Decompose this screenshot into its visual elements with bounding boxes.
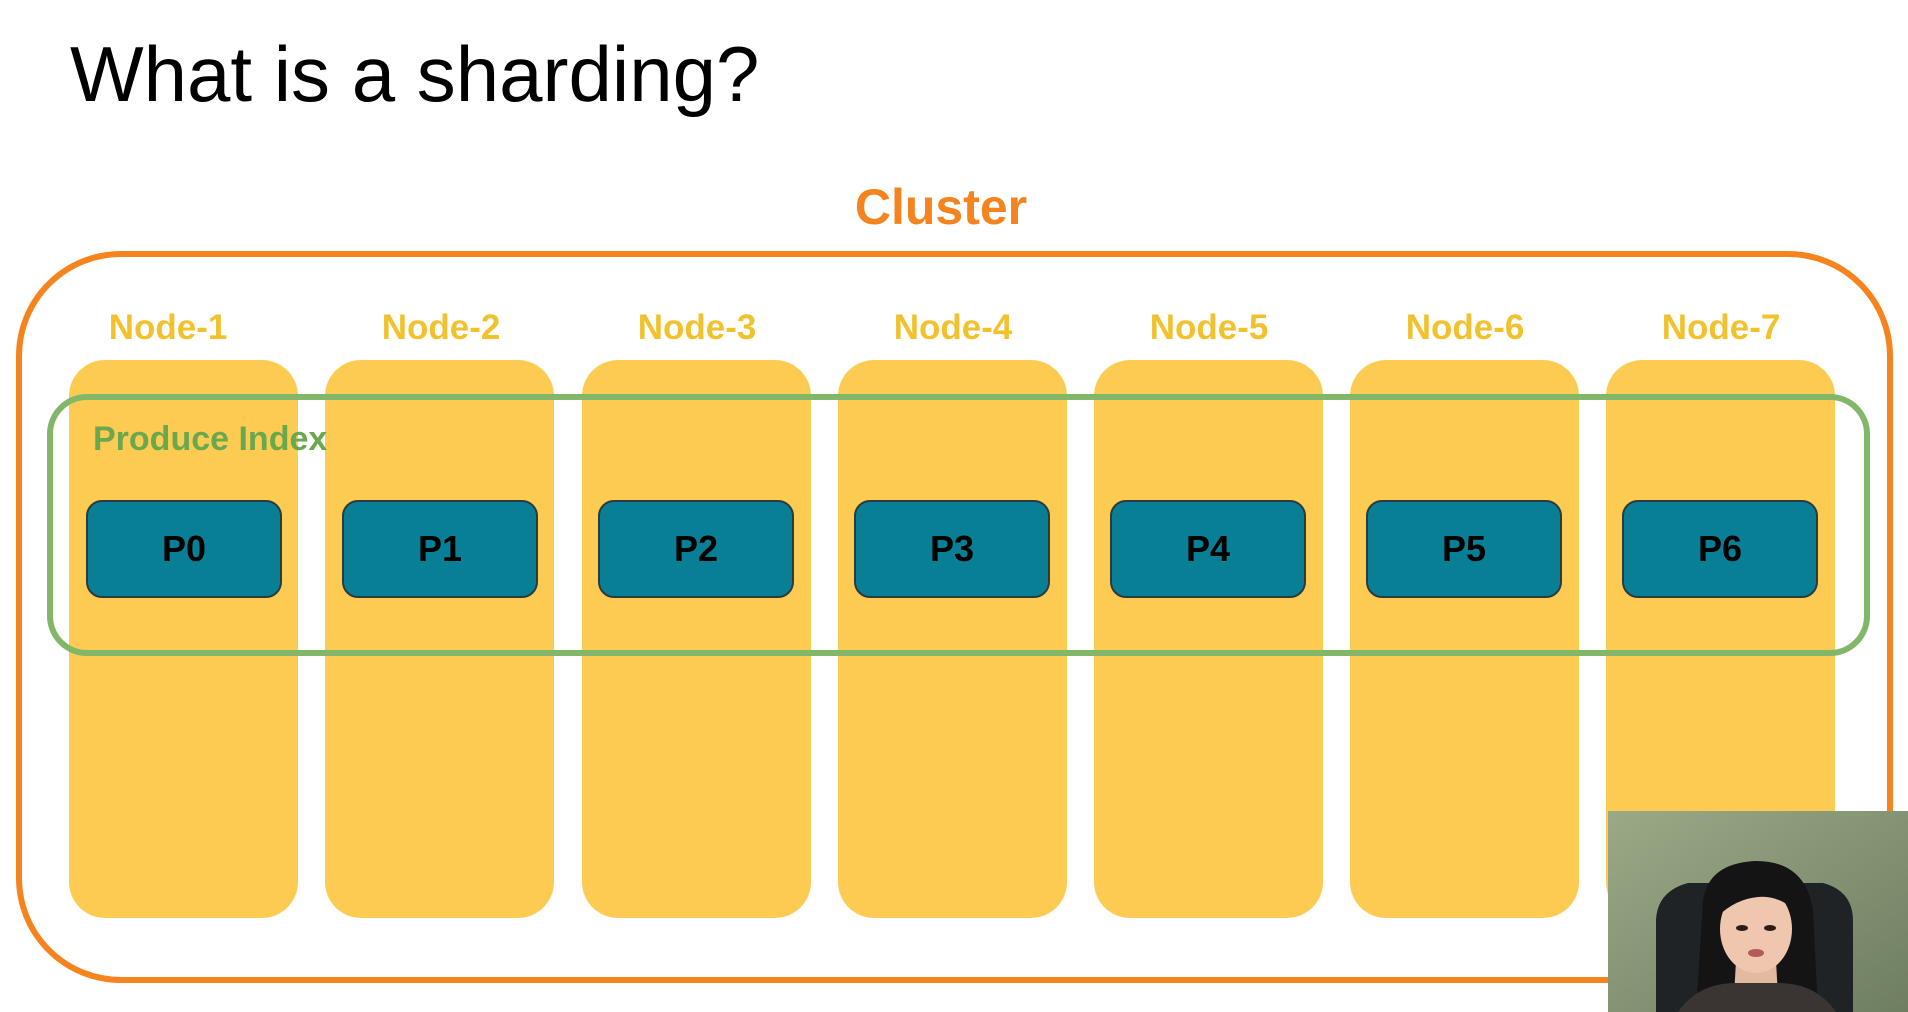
node-label-1: Node-1 [108, 308, 228, 347]
node-label-7: Node-7 [1661, 308, 1781, 347]
node-label-3: Node-3 [637, 308, 757, 347]
shard-p2: P2 [598, 500, 794, 598]
shard-p4: P4 [1110, 500, 1306, 598]
node-column-2 [325, 360, 554, 918]
presenter-webcam-icon [1608, 811, 1908, 1012]
node-label-4: Node-4 [893, 308, 1013, 347]
shard-label: P0 [161, 528, 207, 569]
node-label-5: Node-5 [1149, 308, 1269, 347]
shard-p6: P6 [1622, 500, 1818, 598]
node-column-3 [582, 360, 811, 918]
shard-label: P6 [1697, 528, 1743, 569]
cluster-label: Cluster [854, 179, 1028, 235]
shard-label: P5 [1441, 528, 1487, 569]
produce-index-label: Produce Index [93, 420, 328, 458]
slide-title: What is a sharding? [70, 30, 760, 118]
node-label-2: Node-2 [381, 308, 501, 347]
produce-index-box [47, 394, 1870, 656]
presenter-webcam [1608, 811, 1908, 1012]
node-column-6 [1350, 360, 1579, 918]
shard-p0: P0 [86, 500, 282, 598]
shard-p1: P1 [342, 500, 538, 598]
shard-label: P1 [417, 528, 463, 569]
node-column-1 [69, 360, 298, 918]
node-column-5 [1094, 360, 1323, 918]
shard-label: P4 [1185, 528, 1231, 569]
node-column-4 [838, 360, 1067, 918]
node-label-6: Node-6 [1405, 308, 1525, 347]
shard-label: P2 [673, 528, 719, 569]
shard-p3: P3 [854, 500, 1050, 598]
shard-p5: P5 [1366, 500, 1562, 598]
shard-label: P3 [929, 528, 975, 569]
